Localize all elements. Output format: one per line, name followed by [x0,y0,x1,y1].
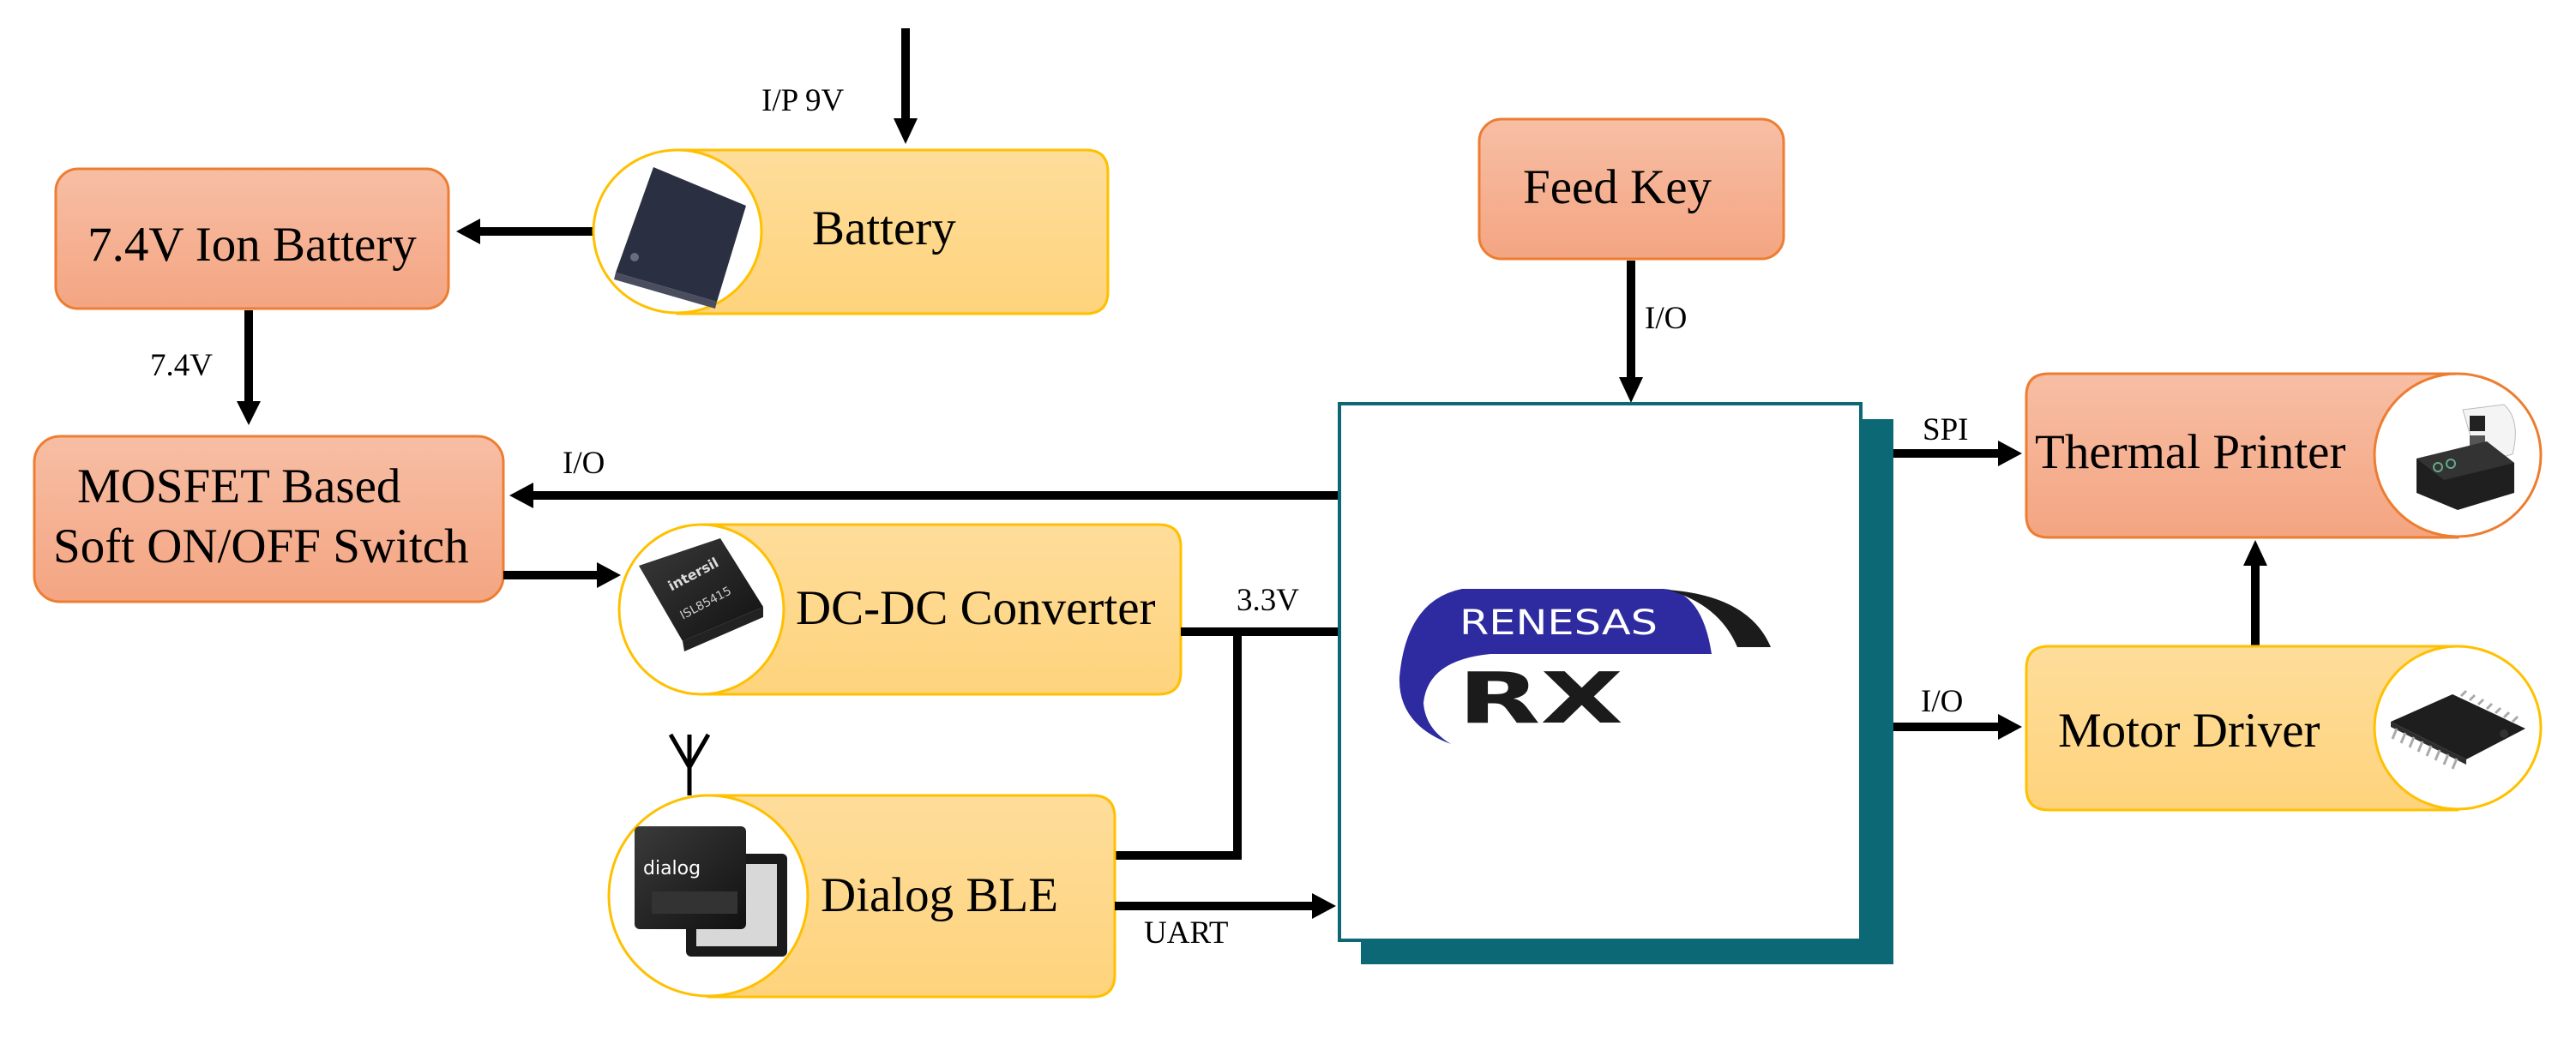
antenna-icon [668,733,711,795]
dialog-ble-chip-icon: dialog [635,826,787,957]
ion-battery-box [54,167,450,310]
voltage-7v4-label: 7.4V [150,348,213,383]
block-ion-battery: 7.4V Ion Battery [54,167,450,310]
arrow-head [1312,893,1336,919]
battery-label: Battery [812,201,956,255]
arrow-head [237,401,261,425]
ic-soic-chip-icon [2391,689,2525,770]
arrow-head [1998,714,2022,740]
arrow-head [597,562,621,588]
block-dcdc-converter: intersil ISL85415 DC-DC Converter [617,523,1183,696]
spi-label: SPI [1923,412,1968,447]
renesas-black-arc [1667,590,1771,647]
battery-to-ion-battery-connection [456,219,593,244]
block-feed-key: Feed Key [1478,117,1785,261]
ion-battery-label: 7.4V Ion Battery [87,218,417,272]
block-dialog-ble: dialog Dialog BLE [607,733,1116,999]
motor-driver-label: Motor Driver [2058,704,2320,758]
dcdc-to-mcu-connection: 3.3V [1115,583,1339,860]
block-motor-driver: Motor Driver [2025,645,2543,812]
motor-driver-cylinder-body [2025,645,2459,812]
intersil-isl85415-chip-icon: intersil ISL85415 [639,538,763,651]
thermal-printer-cylinder-body [2025,372,2459,539]
ic-chip-icon [614,167,746,309]
ion-battery-to-mosfet-connection: 7.4V [150,310,261,425]
motor-io-label: I/O [1921,684,1963,719]
mosfet-to-dcdc-connection [503,562,621,588]
ble-label: Dialog BLE [821,868,1058,922]
thermal-printer-icon [2417,404,2516,510]
feed-key-to-mcu-connection: I/O [1619,261,1687,403]
feed-key-io-label: I/O [1645,301,1687,336]
renesas-rx-logo: RENESAS RX [1399,589,1771,744]
block-thermal-printer: Thermal Printer [2025,372,2543,539]
ble-to-mcu-connection: UART [1115,893,1336,951]
block-mcu: RENESAS RX [1338,402,1893,964]
feed-key-box [1478,117,1785,261]
mosfet-switch-label-line2: Soft ON/OFF Switch [53,519,469,573]
dcdc-cylinder-body [700,523,1183,696]
motor-driver-to-thermal-printer-connection [2243,540,2267,646]
input-9v-label: I/P 9V [761,83,845,118]
feed-key-label: Feed Key [1523,160,1712,214]
arrow-head [894,118,918,144]
renesas-wordmark: RENESAS [1460,603,1658,643]
mosfet-switch-box [33,435,505,603]
mosfet-io-label: I/O [563,446,605,481]
mosfet-switch-label-line1: MOSFET Based [77,459,400,513]
arrow-head [456,219,480,244]
chip-brand-text: dialog [643,858,701,879]
mcu-to-motor-driver-connection: I/O [1893,684,2022,740]
voltage-3v3-label: 3.3V [1237,583,1299,618]
input-9v-connection: I/P 9V [761,28,918,144]
block-battery: Battery [592,148,1110,315]
battery-cylinder-body [676,148,1110,315]
renesas-swoosh [1399,589,1712,744]
dcdc-label: DC-DC Converter [796,581,1156,635]
arrow-head [1619,377,1643,403]
arrow-head [2243,540,2267,566]
mcu-to-mosfet-connection: I/O [509,446,1338,508]
thermal-printer-label: Thermal Printer [2035,425,2345,479]
block-mosfet-switch: MOSFET Based Soft ON/OFF Switch [33,435,505,603]
arrow-head [509,483,533,508]
ble-cylinder-body [707,794,1116,999]
rx-family-text: RX [1458,658,1623,740]
uart-label: UART [1144,915,1229,951]
arrow-head [1998,441,2022,466]
mcu-to-thermal-printer-connection: SPI [1893,412,2022,466]
